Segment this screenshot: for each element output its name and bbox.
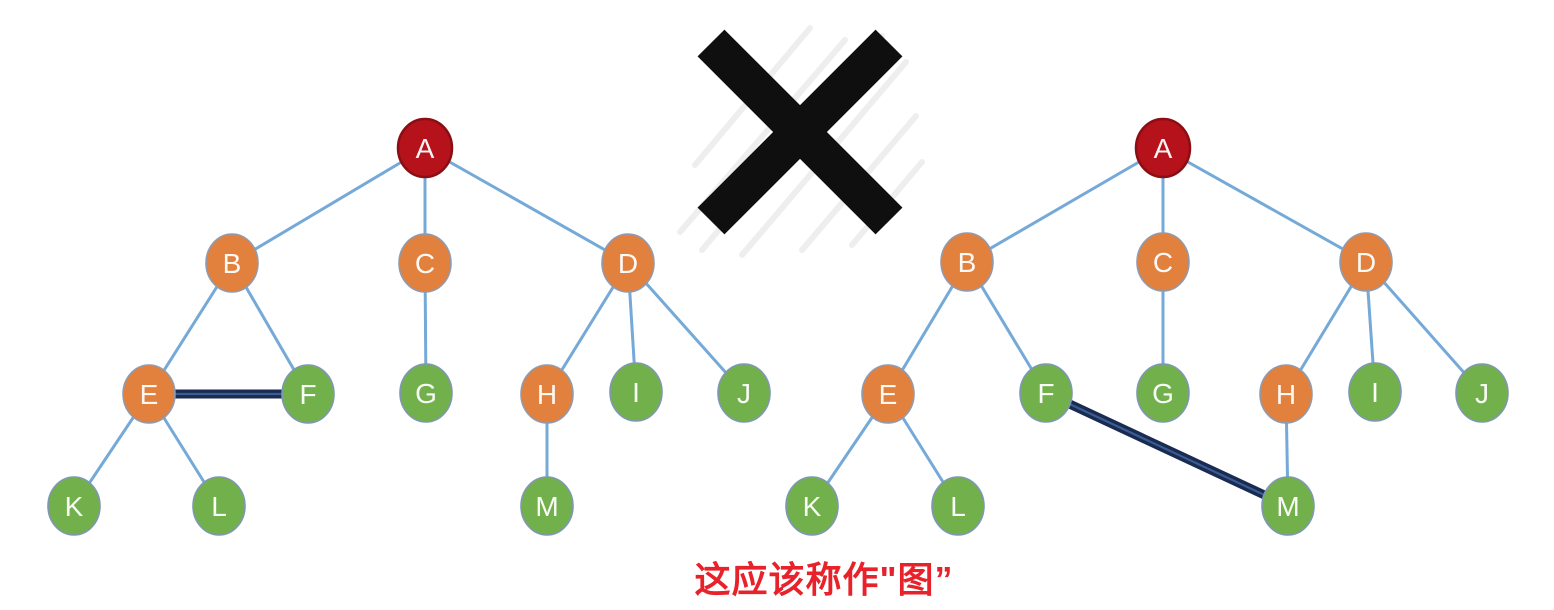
caption-text: 这应该称作"图” bbox=[694, 559, 954, 600]
node-label-left-tree-D: D bbox=[618, 248, 638, 279]
node-left-tree-D bbox=[601, 233, 655, 293]
node-right-tree-E bbox=[861, 364, 915, 424]
node-right-tree-H bbox=[1259, 364, 1313, 424]
node-label-left-tree-B: B bbox=[223, 248, 242, 279]
node-label-right-tree-J: J bbox=[1475, 378, 1489, 409]
node-label-left-tree-H: H bbox=[537, 379, 557, 410]
node-label-left-tree-K: K bbox=[65, 491, 84, 522]
node-label-left-tree-C: C bbox=[415, 248, 435, 279]
node-left-tree-F bbox=[281, 364, 335, 424]
node-right-tree-F bbox=[1019, 363, 1073, 423]
node-label-left-tree-A: A bbox=[416, 133, 435, 164]
node-right-tree-L bbox=[931, 476, 985, 536]
node-left-tree-J bbox=[717, 363, 771, 423]
node-label-left-tree-J: J bbox=[737, 378, 751, 409]
node-left-tree-H bbox=[520, 364, 574, 424]
node-label-left-tree-M: M bbox=[535, 491, 558, 522]
node-left-tree-C bbox=[398, 233, 452, 293]
node-label-right-tree-A: A bbox=[1154, 133, 1173, 164]
node-label-left-tree-I: I bbox=[632, 377, 640, 408]
node-label-right-tree-B: B bbox=[958, 247, 977, 278]
node-left-tree-E bbox=[122, 364, 176, 424]
node-label-right-tree-G: G bbox=[1152, 378, 1174, 409]
node-label-right-tree-D: D bbox=[1356, 247, 1376, 278]
node-label-left-tree-E: E bbox=[140, 379, 159, 410]
node-right-tree-J bbox=[1455, 363, 1509, 423]
node-left-tree-M bbox=[520, 476, 574, 536]
edge-right-tree-D-J bbox=[1364, 260, 1484, 395]
node-right-tree-M bbox=[1261, 476, 1315, 536]
edge-left-tree-A-B bbox=[230, 146, 427, 265]
node-left-tree-B bbox=[205, 233, 259, 293]
node-right-tree-D bbox=[1339, 232, 1393, 292]
node-label-right-tree-K: K bbox=[803, 491, 822, 522]
node-right-tree-G bbox=[1136, 363, 1190, 423]
node-left-tree-A bbox=[396, 117, 454, 179]
edge-left-tree-A-D bbox=[423, 146, 630, 265]
node-label-right-tree-F: F bbox=[1037, 378, 1054, 409]
node-label-left-tree-L: L bbox=[211, 491, 227, 522]
node-right-tree-C bbox=[1136, 232, 1190, 292]
node-left-tree-L bbox=[192, 476, 246, 536]
node-label-right-tree-M: M bbox=[1276, 491, 1299, 522]
node-label-right-tree-L: L bbox=[950, 491, 966, 522]
node-left-tree-I bbox=[609, 362, 663, 422]
node-label-right-tree-C: C bbox=[1153, 247, 1173, 278]
node-label-right-tree-H: H bbox=[1276, 379, 1296, 410]
node-right-tree-B bbox=[940, 232, 994, 292]
extra-edge-core-right-tree-F-M bbox=[1044, 391, 1290, 508]
edge-left-tree-D-J bbox=[626, 261, 746, 395]
node-label-right-tree-E: E bbox=[879, 379, 898, 410]
node-left-tree-G bbox=[399, 363, 453, 423]
cross-x-mark bbox=[697, 29, 903, 235]
edge-right-tree-A-B bbox=[965, 146, 1165, 264]
node-label-right-tree-I: I bbox=[1371, 377, 1379, 408]
node-right-tree-I bbox=[1348, 362, 1402, 422]
node-right-tree-A bbox=[1134, 117, 1192, 179]
node-label-left-tree-G: G bbox=[415, 378, 437, 409]
edge-right-tree-A-D bbox=[1161, 146, 1368, 264]
node-label-left-tree-F: F bbox=[299, 379, 316, 410]
node-right-tree-K bbox=[785, 476, 839, 536]
node-left-tree-K bbox=[47, 476, 101, 536]
